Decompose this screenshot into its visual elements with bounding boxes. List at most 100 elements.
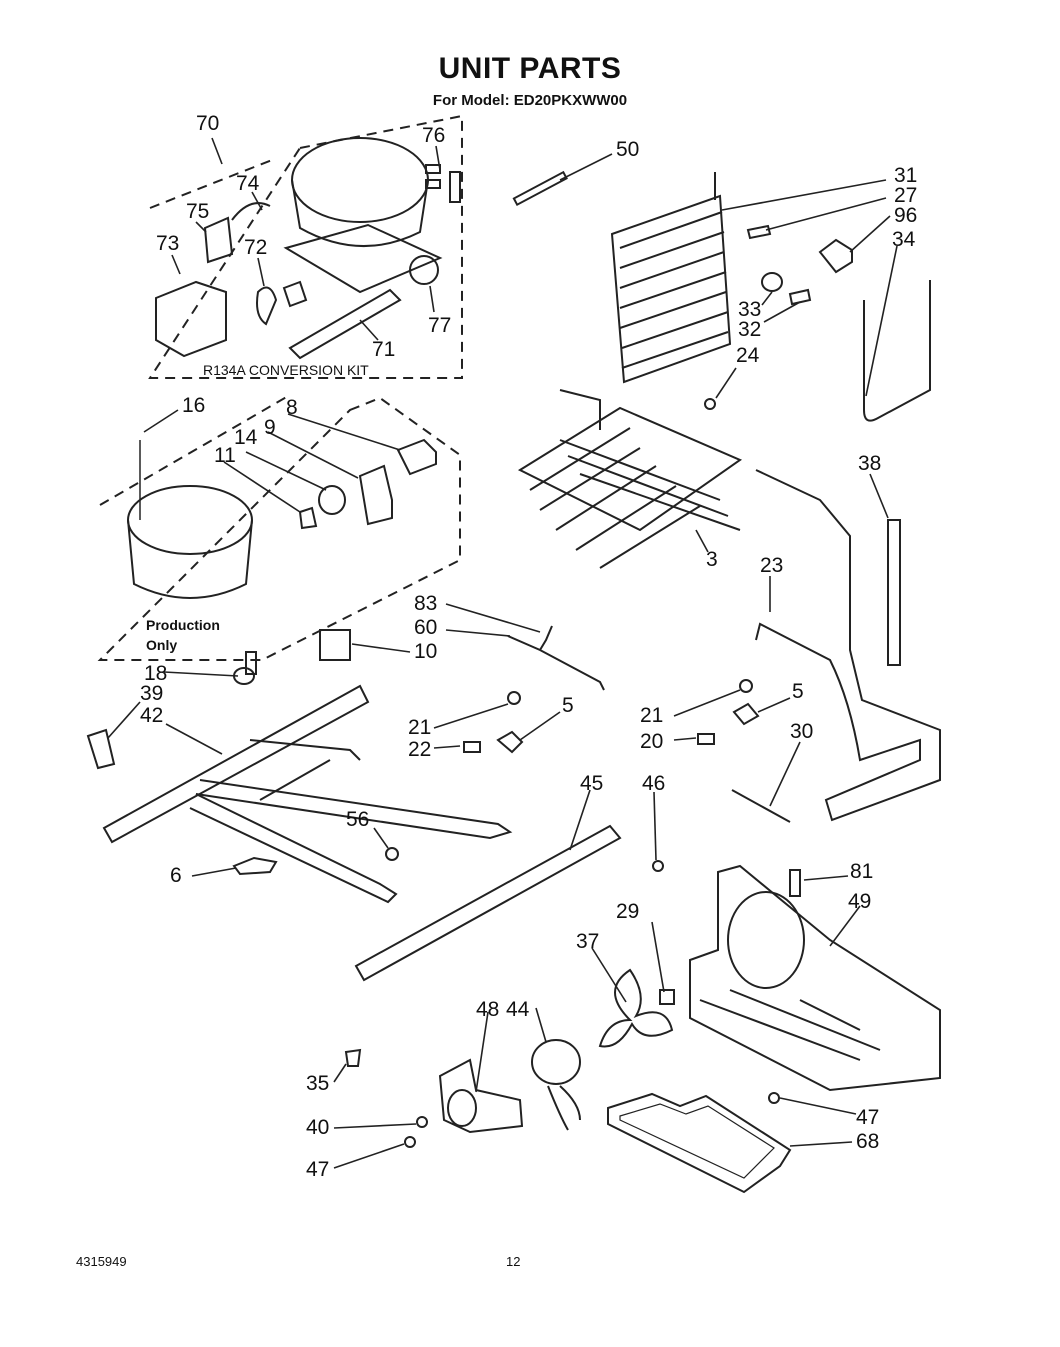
part-number-label: 48	[476, 998, 499, 1021]
grommet-77-drawing	[409, 255, 439, 285]
part-number-label: 75	[186, 200, 209, 223]
bracket-8-drawing	[396, 438, 437, 476]
part-number-label: 70	[196, 112, 219, 135]
screw-21-left-drawing	[507, 691, 521, 705]
part-number-label: 81	[850, 860, 873, 883]
page-title: UNIT PARTS	[438, 52, 622, 85]
part-number-label: 5	[562, 694, 574, 717]
clip-11-drawing	[298, 506, 318, 530]
clip-39-drawing	[86, 728, 116, 770]
spacer-22-drawing	[463, 741, 481, 753]
part-number-label: 50	[616, 138, 639, 161]
part-number-label: 9	[264, 416, 276, 439]
tube-23-drawing	[755, 469, 941, 822]
part-number-label: 18	[144, 662, 167, 685]
drain-pan-68-drawing	[607, 1092, 792, 1194]
part-number-label: 40	[306, 1116, 329, 1139]
part-number-label: 68	[856, 1130, 879, 1153]
part-number-label: 72	[244, 236, 267, 259]
fan-blade-37-drawing	[598, 968, 674, 1048]
part-number-label: 34	[892, 228, 916, 251]
motor-bracket-48-drawing	[438, 1058, 524, 1134]
part-number-label: 20	[640, 730, 663, 753]
part-number-label: 60	[414, 616, 437, 639]
clip-72-drawing	[256, 280, 308, 326]
production-note-line-1: Production	[146, 617, 220, 633]
part-number-label: 35	[306, 1072, 329, 1095]
part-number-label: 38	[858, 452, 881, 475]
rail-45-drawing	[354, 824, 622, 982]
part-number-label: 6	[170, 864, 182, 887]
production-compressor-drawing	[127, 440, 257, 675]
part-number-label: 5	[792, 680, 804, 703]
screw-81-drawing	[789, 869, 801, 897]
screw-40-drawing	[416, 1116, 428, 1128]
evaporator-coil-drawing	[517, 389, 743, 569]
part-number-label: 21	[408, 716, 431, 739]
relay-9-drawing	[358, 464, 393, 526]
drier-60-drawing	[507, 625, 605, 691]
part-number-label: 37	[576, 930, 599, 953]
screw-56-drawing	[385, 847, 399, 861]
part-number-label: 30	[790, 720, 813, 743]
conversion-kit-outline	[148, 114, 463, 379]
part-number-label: 21	[640, 704, 663, 727]
part-number-label: 16	[182, 394, 205, 417]
bracket-96-drawing	[818, 238, 853, 274]
part-number-label: 56	[346, 808, 369, 831]
part-number-label: 73	[156, 232, 179, 255]
part-number-label: 76	[422, 124, 445, 147]
wire-30-drawing	[731, 789, 791, 823]
part-number-label: 32	[738, 318, 761, 341]
part-number-label: 77	[428, 314, 451, 337]
screw-5-left-drawing	[496, 730, 524, 754]
production-note-line-2: Only	[146, 637, 177, 653]
part-number-label: 49	[848, 890, 871, 913]
production-only-outline	[97, 394, 461, 661]
motor-wires-drawing	[547, 1085, 581, 1131]
gasket-38-drawing	[887, 519, 901, 666]
fan-motor-44-drawing	[531, 1039, 581, 1085]
part-number-label: 46	[642, 772, 665, 795]
condenser-coil-drawing	[610, 172, 732, 384]
grommet-33-drawing	[761, 272, 783, 292]
part-number-label: 10	[414, 640, 437, 663]
screw-24-drawing	[704, 398, 716, 410]
part-number-label: 8	[286, 396, 298, 419]
relay-73-drawing	[155, 280, 227, 358]
part-number-label: 47	[306, 1158, 329, 1181]
part-number-label: 44	[506, 998, 530, 1021]
part-number-label: 33	[738, 298, 761, 321]
clip-32-drawing	[788, 288, 812, 306]
model-subtitle: For Model: ED20PKXWW00	[432, 92, 628, 109]
filter-drier-71-drawing	[288, 288, 402, 360]
part-number-label: 39	[140, 682, 163, 705]
compressor-kit-drawing	[283, 137, 461, 294]
screw-46-drawing	[652, 860, 664, 872]
page-number: 12	[506, 1254, 521, 1269]
part-number-label: 11	[214, 444, 236, 467]
part-number-label: 42	[140, 704, 163, 727]
part-number-label: 47	[856, 1106, 879, 1129]
part-number-label: 45	[580, 772, 603, 795]
spacer-20-drawing	[697, 733, 715, 745]
part-number-label: 74	[236, 172, 260, 195]
part-number-label: 3	[706, 548, 718, 571]
part-number-label: 29	[616, 900, 639, 923]
part-number-label: 31	[894, 164, 917, 187]
tube-34-drawing	[863, 280, 931, 422]
screw-5-right-drawing	[732, 702, 760, 726]
grommet-35-drawing	[344, 1048, 362, 1067]
screw-47-right-drawing	[768, 1092, 780, 1104]
cradle-42-drawing	[102, 684, 513, 904]
screw-47-left-drawing	[404, 1136, 416, 1148]
conversion-kit-label: R134A CONVERSION KIT	[203, 362, 369, 378]
part-number-label: 71	[372, 338, 395, 361]
overload-14-drawing	[318, 485, 346, 515]
shroud-49-drawing	[689, 864, 941, 1092]
mount-6-drawing	[232, 856, 278, 876]
part-number-label: 27	[894, 184, 917, 207]
leader-lines	[107, 137, 898, 1169]
